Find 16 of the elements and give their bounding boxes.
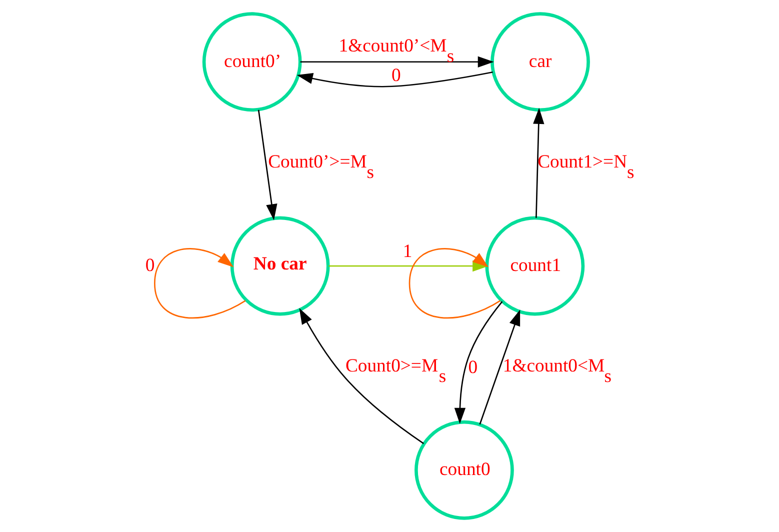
arrow xyxy=(533,108,544,218)
node-circle: No car xyxy=(230,216,330,316)
edge-label: 0 xyxy=(145,254,155,276)
node-circle: count0 xyxy=(414,420,514,520)
arrow xyxy=(479,310,520,425)
arrow xyxy=(296,71,493,88)
arrow xyxy=(300,56,494,68)
arrow xyxy=(299,308,424,444)
node-circle: count1 xyxy=(485,216,585,316)
edge-label: 0 xyxy=(392,64,401,86)
edge-label: 1 xyxy=(402,240,412,262)
arrow xyxy=(258,110,278,220)
node-circle: car xyxy=(490,12,590,112)
node-circle: count0’ xyxy=(202,12,302,112)
arrow xyxy=(454,301,503,424)
edge-label: 0 xyxy=(468,357,478,378)
